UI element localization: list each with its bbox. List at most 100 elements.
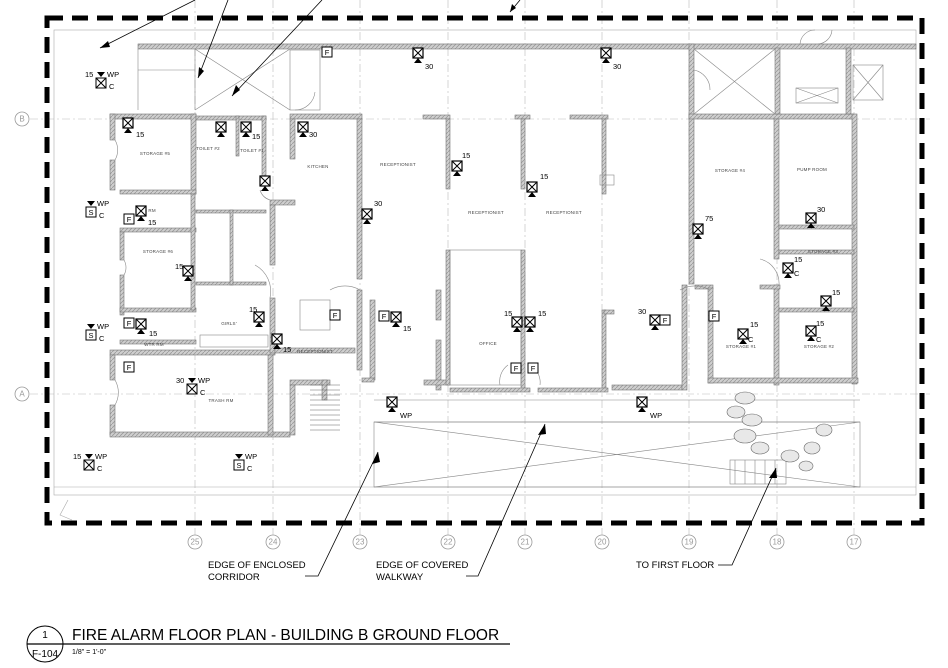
pull-station-mark: F [514,364,519,373]
room-label: RECEPTIONIST [380,162,416,167]
device-label: C [99,211,105,220]
device-label: C [200,388,206,397]
horn-strobe-icon [135,318,147,334]
horn-strobe-icon [451,160,463,176]
weatherproof-device-icon [95,72,107,89]
weatherproof-device-icon [85,201,97,218]
device-label: 30 [374,199,382,208]
device-label: C [816,335,822,344]
strobe-mark: S [236,461,241,470]
room-label: STORAGE #4 [715,168,745,173]
weatherproof-device-icon [233,454,245,471]
pull-station-mark: F [382,312,387,321]
room-label: RECEPTIONIST [297,349,333,354]
callout-walkway-line2: WALKWAY [376,572,424,583]
horn-strobe-icon [259,175,271,191]
room-label: STORAGE #3 [808,249,838,254]
device-label: 30 [613,62,621,71]
leader-arrowheads [100,4,777,478]
pull-station-icon [123,213,135,225]
device-label: WP [97,322,109,331]
horn-strobe-icon [271,333,283,349]
horn-strobe-icon [636,396,648,412]
pull-station-mark: F [531,364,536,373]
device-label: WP [400,411,412,420]
strobe-mark: S [88,208,93,217]
weatherproof-device-icon [186,378,198,395]
grid-label: 19 [685,538,694,547]
device-label: 30 [309,130,317,139]
horn-strobe-icon [600,47,612,63]
grid-label: 24 [269,538,278,547]
device-label: WP [650,411,662,420]
room-label: TOILET #2 [196,146,220,151]
device-label: 15 [73,452,81,461]
grid-label: 17 [850,538,859,547]
horn-strobe-icon [240,121,252,137]
horn-strobe-icon [412,47,424,63]
leader-lines [99,0,777,577]
room-label: STORAGE #2 [804,344,834,349]
horn-strobe-icon [122,117,134,133]
pull-station-icon [123,361,135,373]
grid-bubbles [14,111,862,550]
horn-strobe-icon [737,328,749,344]
sheet-number: F-104 [32,649,59,660]
pull-station-icon [510,362,522,374]
device-label: C [99,334,105,343]
grid-label: 21 [521,538,530,547]
grid-label: 25 [191,538,200,547]
device-label: WP [97,199,109,208]
pull-station-mark: F [127,319,132,328]
device-label: 30 [176,376,184,385]
horn-strobe-icon [253,311,265,327]
device-label: 30 [817,205,825,214]
pull-station-icon [527,362,539,374]
drawing-scale: 1/8" = 1'-0" [72,649,107,656]
device-label: 15 [85,70,93,79]
horn-strobe-icon [649,314,661,330]
detail-number: 1 [42,630,48,641]
device-label: 15 [794,255,802,264]
room-label: WTR RM [144,342,164,347]
device-label: WP [95,452,107,461]
room-label: TOILET #1 [240,148,264,153]
device-label: 15 [149,329,157,338]
grid-label: A [19,390,25,399]
device-label: C [109,82,115,91]
device-label: 15 [175,262,183,271]
pull-station-icon [378,310,390,322]
device-label: 15 [816,319,824,328]
device-label: C [748,335,754,344]
device-label: 15 [832,288,840,297]
horn-strobe-icon [782,262,794,278]
device-label: 15 [249,305,257,314]
device-label: WP [245,452,257,461]
room-label: RECEPTIONIST [546,210,582,215]
grid-label: 18 [773,538,782,547]
callout-corridor-line1: EDGE OF ENCLOSED [208,560,306,571]
device-label: 75 [705,214,713,223]
horn-strobe-icon [135,205,147,221]
device-label: C [97,464,103,473]
drawing-title-block: 1 F-104 FIRE ALARM FLOOR PLAN - BUILDING… [26,625,510,663]
room-label: KITCHEN [307,164,328,169]
pull-station-icon [329,309,341,321]
horn-strobe-icon [361,208,373,224]
device-label: 15 [750,320,758,329]
device-label: 15 [538,309,546,318]
pull-station-mark: F [127,363,132,372]
pull-station-mark: F [712,312,717,321]
horn-strobe-icon [526,181,538,197]
device-label: WP [107,70,119,79]
stairs [310,384,340,431]
device-label: 15 [148,218,156,227]
pull-station-icon [123,317,135,329]
room-label: OFFICE [479,341,497,346]
horn-strobe-icon [805,325,817,341]
landscape-rocks [726,391,833,472]
device-label: 15 [283,345,291,354]
room-label: PUMP ROOM [797,167,827,172]
